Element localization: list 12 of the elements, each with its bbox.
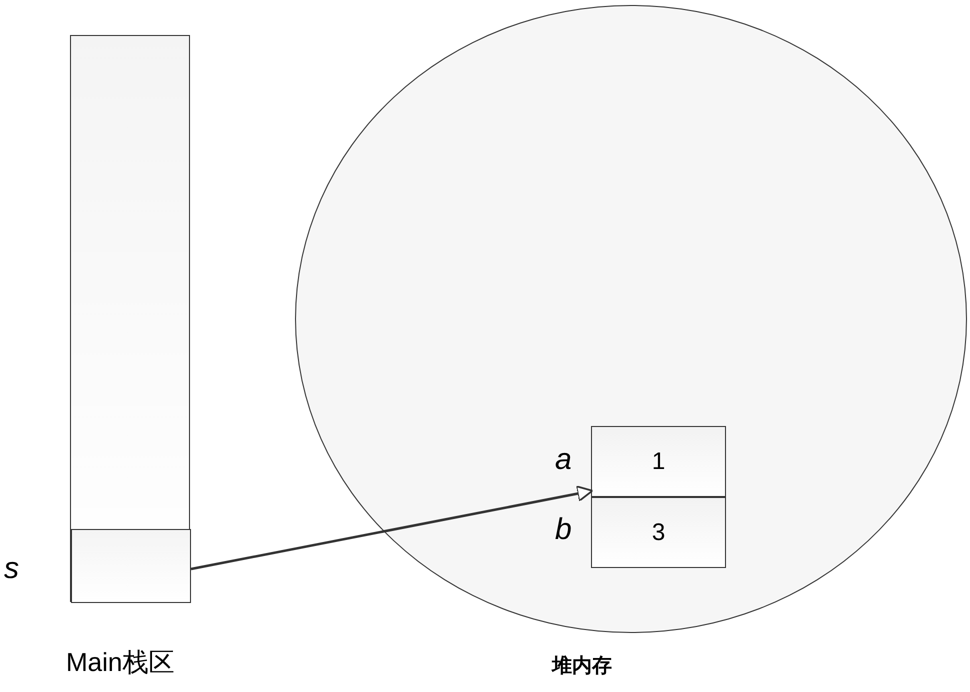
- arrow: [190, 485, 594, 570]
- memory-slot: [71, 529, 191, 603]
- value-text: 3: [650, 518, 666, 546]
- stack-column: [70, 35, 190, 602]
- memory-slot: [591, 426, 726, 497]
- variable-name: a: [555, 443, 572, 477]
- variable-name: s: [4, 552, 19, 586]
- area-caption: 堆内存: [552, 652, 612, 679]
- variable-name: b: [555, 513, 572, 547]
- value-text: 1: [650, 448, 666, 476]
- memory-slot: [591, 497, 726, 568]
- area-caption: Main栈区: [66, 646, 174, 679]
